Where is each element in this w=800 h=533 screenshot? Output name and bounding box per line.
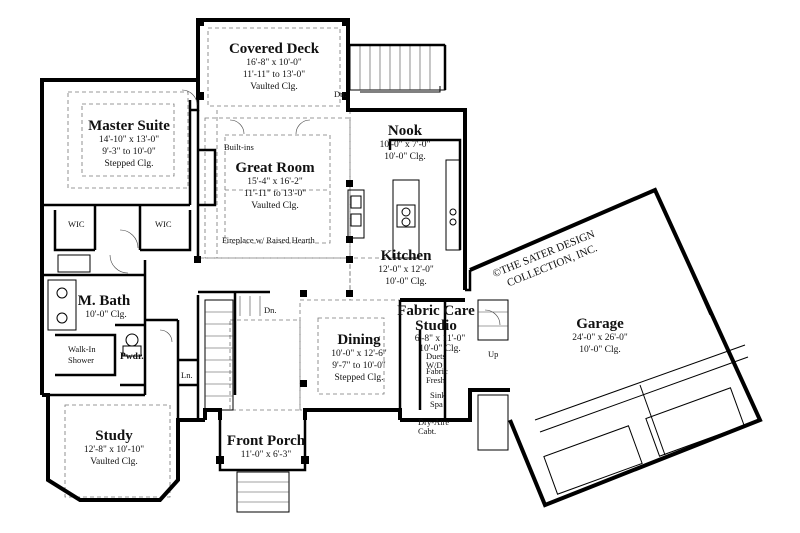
room-master-suite: Master Suite 14'-10" x 13'-0" 9'-3" to 1… [88, 118, 170, 169]
fireplace-label: Fireplace w/ Raised Hearth [222, 235, 316, 245]
fabric-fresh-label-1: Fabric [426, 366, 448, 376]
door-swings [109, 89, 501, 343]
room-m-bath: M. Bath 10'-0" Clg. [78, 293, 131, 320]
dining-name: Dining [337, 332, 381, 348]
front-porch-name: Front Porch [227, 433, 306, 449]
ceiling-dash-lines [64, 27, 401, 498]
wic-left-label: WIC [68, 219, 85, 229]
room-fabric-care: Fabric Care Studio 6'-8" x 11'-0" 10'-0"… [397, 303, 475, 354]
study-dims: 12'-8" x 10'-10" [84, 445, 144, 455]
front-porch [216, 420, 309, 513]
m-bath-ceiling: 10'-0" Clg. [85, 310, 126, 320]
columns [194, 180, 353, 387]
study-ceiling: Vaulted Clg. [90, 457, 138, 467]
kitchen-dims: 12'-0" x 12'-0" [378, 265, 434, 275]
room-nook: Nook 10'-0" x 7'-0" 10'-0" Clg. [380, 123, 431, 162]
room-garage: Garage 24'-0" x 26'-0" 10'-0" Clg. [572, 316, 628, 355]
great-room-ceiling: 11'-11" to 13'-0" [244, 189, 306, 199]
garage-name: Garage [576, 316, 624, 332]
powder-label: Pwdr. [120, 352, 144, 362]
great-room-dims: 15'-4" x 16'-2" [247, 177, 303, 187]
walk-in-shower-label-1: Walk-In [68, 344, 96, 354]
interior-walls [42, 100, 462, 420]
fabric-care-ceiling: 10'-0" Clg. [419, 344, 460, 354]
nook-dims: 10'-0" x 7'-0" [380, 140, 431, 150]
main-stairs [204, 296, 261, 411]
fabric-fresh-label-2: Fresh [426, 375, 446, 385]
walk-in-shower-label-2: Shower [68, 355, 94, 365]
fabric-care-dims: 6'-8" x 11'-0" [415, 334, 466, 344]
deck-down-label: Dn. [334, 89, 347, 99]
room-kitchen: Kitchen 12'-0" x 12'-0" 10'-0" Clg. [378, 248, 434, 287]
nook-ceiling: 10'-0" Clg. [384, 152, 425, 162]
garage-dims: 24'-0" x 26'-0" [572, 333, 628, 343]
wic-right-label: WIC [155, 219, 172, 229]
kitchen-fixtures [347, 159, 461, 259]
covered-deck-name: Covered Deck [229, 41, 320, 57]
fabric-care-name-1: Fabric Care [397, 303, 475, 319]
master-suite-dims: 14'-10" x 13'-0" [99, 135, 159, 145]
kitchen-ceiling: 10'-0" Clg. [385, 277, 426, 287]
dining-ceiling: 9'-7" to 10'-0" [332, 361, 386, 371]
master-suite-ceiling: 9'-3" to 10'-0" [102, 147, 156, 157]
dining-ceiling-type: Stepped Clg. [334, 373, 383, 383]
misc-labels: WIC WIC Walk-In Shower Pwdr. Ln. Built-i… [68, 89, 498, 436]
master-suite-ceiling-type: Stepped Clg. [104, 159, 153, 169]
room-study: Study 12'-8" x 10'-10" Vaulted Clg. [84, 428, 144, 467]
room-dining: Dining 10'-0" x 12'-6" 9'-7" to 10'-0" S… [331, 332, 387, 383]
built-ins-label: Built-ins [224, 142, 254, 152]
duets-label-1: Duets [426, 351, 446, 361]
room-great-room: Great Room 15'-4" x 16'-2" 11'-11" to 13… [235, 160, 315, 211]
front-porch-dims: 11'-0" x 6'-3" [241, 450, 292, 460]
study-name: Study [95, 428, 133, 444]
covered-deck-ceiling-type: Vaulted Clg. [250, 82, 298, 92]
stair-down-label: Dn. [264, 305, 277, 315]
deck-stairs [349, 43, 447, 93]
nook-name: Nook [388, 123, 423, 139]
covered-deck-dims: 16'-8" x 10'-0" [246, 58, 302, 68]
garage-steps [477, 299, 509, 451]
dining-dims: 10'-0" x 12'-6" [331, 349, 387, 359]
kitchen-name: Kitchen [381, 248, 432, 264]
fabric-care-name-2: Studio [415, 318, 457, 334]
great-room-ceiling-type: Vaulted Clg. [251, 201, 299, 211]
garage-up-label: Up [488, 349, 498, 359]
linen-label: Ln. [181, 370, 193, 380]
dry-aire-label-2: Cabt. [418, 426, 436, 436]
exterior-walls [40, 78, 763, 508]
covered-deck-ceiling: 11'-11" to 13'-0" [243, 70, 305, 80]
dry-aire-label-1: Dry-Aire [418, 417, 449, 427]
duets-label-2: W/D [426, 360, 443, 370]
sink-spa-label-2: Spa [430, 399, 443, 409]
great-room-name: Great Room [235, 160, 315, 176]
master-suite-name: Master Suite [88, 118, 170, 134]
bath-fixtures [47, 254, 142, 357]
garage-doors [534, 201, 749, 495]
room-front-porch: Front Porch 11'-0" x 6'-3" [227, 433, 306, 460]
garage-ceiling: 10'-0" Clg. [579, 345, 620, 355]
m-bath-name: M. Bath [78, 293, 131, 309]
room-covered-deck: Covered Deck 16'-8" x 10'-0" 11'-11" to … [229, 41, 320, 92]
sink-spa-label-1: Sink [430, 390, 446, 400]
